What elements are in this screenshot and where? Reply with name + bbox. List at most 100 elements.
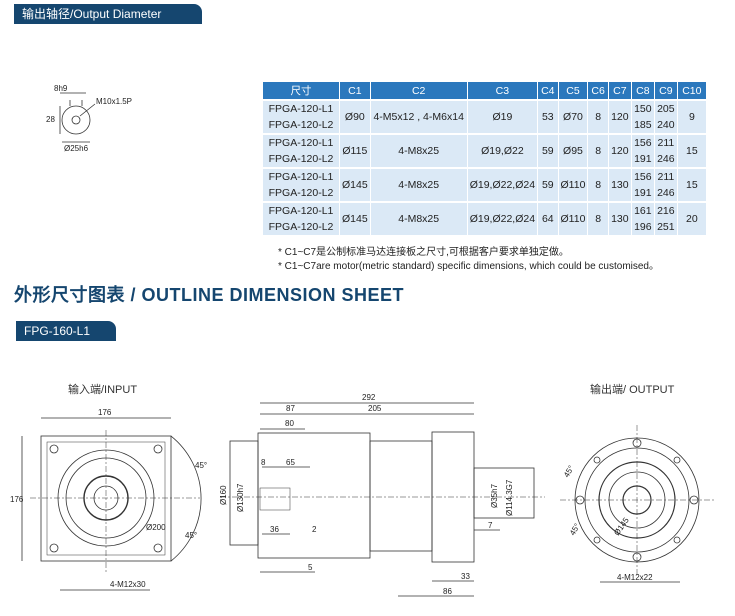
output-view-label: 输出端/ OUTPUT (590, 384, 675, 396)
input-width-text: 176 (98, 408, 112, 417)
c10-cell: 20 (676, 201, 707, 235)
c3-cell: Ø19 (466, 99, 539, 134)
input-view: 176 176 45° 45° Ø200 4-M12x30 (10, 408, 207, 591)
input-bolt-hole (153, 543, 163, 553)
c4-cell: 59 (537, 133, 559, 168)
side-body (369, 440, 433, 552)
dim-33: 33 (461, 572, 470, 581)
c8-cell: 185 (630, 117, 655, 134)
diameter-text: Ø25h6 (64, 144, 89, 153)
output-angle-a: 45° (562, 464, 576, 479)
c8-cell: 196 (630, 219, 655, 235)
shaft-circle (61, 105, 91, 135)
c6-cell: 8 (587, 99, 609, 134)
model-cell: FPGA-120-L2 (262, 117, 340, 134)
c8-cell: 191 (630, 151, 655, 168)
input-angle-a: 45° (195, 461, 207, 470)
dim-292: 292 (362, 393, 376, 402)
side-output-shaft (473, 467, 535, 519)
c9-cell: 240 (653, 117, 678, 134)
col-c6: C6 (587, 81, 609, 101)
c8-cell: 156 (630, 167, 655, 185)
model-cell: FPGA-120-L1 (262, 167, 340, 185)
c6-cell: 8 (587, 201, 609, 235)
c9-cell: 211 (653, 133, 678, 151)
col-c5: C5 (557, 81, 589, 101)
c7-cell: 120 (607, 133, 632, 168)
c1-cell: Ø90 (339, 99, 371, 134)
model-cell: FPGA-120-L1 (262, 201, 340, 219)
output-small-hole (673, 536, 681, 544)
c4-cell: 53 (537, 99, 559, 134)
dim-65: 65 (286, 458, 295, 467)
shaft-thread-hole (71, 115, 81, 125)
dim-5: 5 (308, 563, 313, 572)
height-text: 28 (46, 115, 55, 124)
model-tag: FPG-160-L1 (16, 321, 116, 341)
input-height-text: 176 (10, 495, 24, 504)
c9-cell: 251 (653, 219, 678, 235)
dim-205: 205 (368, 404, 382, 413)
table-header-row: 尺寸 C1 C2 C3 C4 C5 C6 C7 C8 C9 C10 (262, 81, 707, 101)
c9-cell: 216 (653, 201, 678, 219)
side-motor-plate (257, 432, 371, 559)
c10-cell: 15 (676, 167, 707, 202)
output-small-hole (593, 456, 601, 464)
input-angle-b: 45° (185, 531, 197, 540)
input-bolt-hole (49, 444, 59, 454)
thread-text: M10x1.5P (96, 97, 132, 106)
c2-cell: 4-M8x25 (369, 201, 468, 235)
dim-87: 87 (286, 404, 295, 413)
c1-cell: Ø145 (339, 201, 371, 235)
col-c1: C1 (339, 81, 371, 101)
dim-8: 8 (261, 458, 266, 467)
c7-cell: 130 (607, 167, 632, 202)
c2-cell: 4-M5x12 , 4-M6x14 (369, 99, 468, 134)
c9-cell: 246 (653, 185, 678, 202)
c3-cell: Ø19,Ø22,Ø24 (466, 167, 539, 202)
input-bolt-hole (153, 444, 163, 454)
input-bolt-hole (49, 543, 59, 553)
dimension-table: 尺寸 C1 C2 C3 C4 C5 C6 C7 C8 C9 C10 FPGA-1… (262, 81, 707, 235)
note-english: * C1~C7are motor(metric standard) specif… (278, 261, 659, 272)
col-size: 尺寸 (262, 81, 340, 101)
c7-cell: 130 (607, 201, 632, 235)
key-width-text: 8h9 (54, 84, 68, 93)
c7-cell: 120 (607, 99, 632, 134)
c10-cell: 15 (676, 133, 707, 168)
thread-leader (79, 103, 96, 117)
c3-cell: Ø19,Ø22 (466, 133, 539, 168)
dia-114: Ø114.3G7 (505, 479, 514, 516)
dia-130: Ø130h7 (236, 483, 245, 512)
side-view: 292 87 205 80 8 65 36 2 5 7 33 86 Ø160 Ø… (219, 393, 545, 597)
dia-160: Ø160 (219, 485, 228, 505)
col-c9: C9 (653, 81, 678, 101)
dim-80: 80 (285, 419, 294, 428)
model-cell: FPGA-120-L2 (262, 185, 340, 202)
c6-cell: 8 (587, 167, 609, 202)
c5-cell: Ø110 (557, 201, 589, 235)
c8-cell: 191 (630, 185, 655, 202)
dim-2: 2 (312, 525, 317, 534)
c5-cell: Ø95 (557, 133, 589, 168)
shaft-diagram: 8h9 M10x1.5P 28 Ø25h6 (46, 84, 132, 153)
table-row: FPGA-120-L1 Ø90 4-M5x12 , 4-M6x14 Ø19 53… (262, 99, 707, 134)
table-row: FPGA-120-L2 196 251 (262, 219, 707, 235)
output-diameter-tag: 输出轴径/Output Diameter (14, 4, 202, 24)
c9-cell: 246 (653, 151, 678, 168)
table-row: FPGA-120-L1 Ø115 4-M8x25 Ø19,Ø22 59 Ø95 … (262, 133, 707, 168)
c2-cell: 4-M8x25 (369, 133, 468, 168)
output-holes-text: 4-M12x22 (617, 573, 653, 582)
table-row: FPGA-120-L1 Ø145 4-M8x25 Ø19,Ø22,Ø24 64 … (262, 201, 707, 235)
table-row: FPGA-120-L2 185 240 (262, 117, 707, 134)
input-pcd-text: Ø200 (146, 523, 166, 532)
c2-cell: 4-M8x25 (369, 167, 468, 202)
dim-86: 86 (443, 587, 452, 596)
c4-cell: 59 (537, 167, 559, 202)
col-c2: C2 (369, 81, 468, 101)
input-view-label: 输入端/INPUT (68, 384, 138, 396)
c3-cell: Ø19,Ø22,Ø24 (466, 201, 539, 235)
input-pcd-arc (170, 435, 202, 562)
output-view: 45° 45° Ø145 4-M12x22 (560, 425, 715, 583)
